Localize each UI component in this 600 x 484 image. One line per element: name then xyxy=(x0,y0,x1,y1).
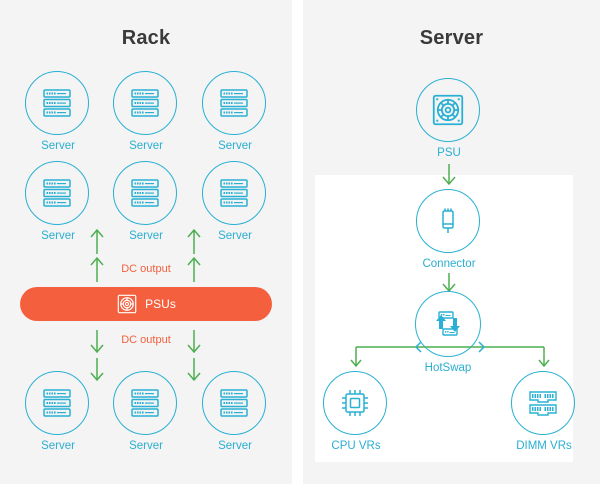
rack-server-label-4: Server xyxy=(41,230,75,242)
server-psu-label: PSU xyxy=(437,147,461,159)
server-psu-node[interactable]: PSU xyxy=(416,78,482,159)
server-rack-icon xyxy=(202,371,266,435)
dc-output-label-top: DC output xyxy=(121,263,171,275)
server-rack-icon xyxy=(113,161,177,225)
rack-server-node-8[interactable]: Server xyxy=(113,371,179,452)
server-rack-icon xyxy=(113,71,177,135)
server-hotswap-label: HotSwap xyxy=(424,362,472,374)
rack-server-node-7[interactable]: Server xyxy=(25,371,91,452)
server-cpu-vrs-label: CPU VRs xyxy=(331,440,381,452)
rack-panel: Rack xyxy=(0,0,292,484)
rack-panel-title: Rack xyxy=(121,27,171,49)
rack-server-label-5: Server xyxy=(129,230,163,242)
server-cpu-vrs-node[interactable]: CPU VRs xyxy=(323,371,389,452)
dc-output-down-arrow-left xyxy=(86,328,108,384)
rack-server-node-3[interactable]: Server xyxy=(202,71,268,152)
rack-server-label-7: Server xyxy=(41,440,75,452)
rack-server-node-6[interactable]: Server xyxy=(202,161,268,242)
server-dimm-vrs-label: DIMM VRs xyxy=(516,440,572,452)
dc-output-down-arrow-right xyxy=(183,328,205,384)
server-panel: Server xyxy=(303,0,600,484)
server-rack-icon xyxy=(25,371,89,435)
hotswap-arrows-icon xyxy=(415,291,481,357)
rack-server-node-1[interactable]: Server xyxy=(25,71,91,152)
hotswap-branch-arrows xyxy=(350,341,550,375)
rack-server-node-9[interactable]: Server xyxy=(202,371,268,452)
server-rack-icon xyxy=(202,161,266,225)
server-connector-node[interactable]: Connector xyxy=(416,189,482,270)
connector-plug-icon xyxy=(416,189,480,253)
server-panel-title: Server xyxy=(419,27,484,49)
server-rack-icon xyxy=(113,371,177,435)
rack-server-label-3: Server xyxy=(218,140,252,152)
psus-bar-label: PSUs xyxy=(145,297,176,311)
dc-output-up-arrow-right xyxy=(183,228,205,284)
rack-server-label-6: Server xyxy=(218,230,252,242)
rack-server-label-9: Server xyxy=(218,440,252,452)
server-connector-label: Connector xyxy=(422,258,476,270)
server-dimm-vrs-node[interactable]: DIMM VRs xyxy=(511,371,577,452)
dc-output-label-bottom: DC output xyxy=(121,334,171,346)
psu-fan-icon xyxy=(416,78,480,142)
psus-bar[interactable]: PSUs xyxy=(20,287,272,321)
rack-server-label-8: Server xyxy=(129,440,163,452)
server-rack-icon xyxy=(202,71,266,135)
dimm-memory-icon xyxy=(511,371,575,435)
dc-output-up-arrow-left xyxy=(86,228,108,284)
server-rack-icon xyxy=(25,161,89,225)
rack-server-node-4[interactable]: Server xyxy=(25,161,91,242)
rack-server-label-2: Server xyxy=(129,140,163,152)
rack-server-label-1: Server xyxy=(41,140,75,152)
rack-server-node-5[interactable]: Server xyxy=(113,161,179,242)
cpu-chip-icon xyxy=(323,371,387,435)
psu-fan-icon xyxy=(116,293,138,315)
psu-to-connector-arrow xyxy=(438,163,460,189)
rack-server-node-2[interactable]: Server xyxy=(113,71,179,152)
server-rack-icon xyxy=(25,71,89,135)
server-hotswap-node[interactable]: HotSwap xyxy=(415,291,481,374)
